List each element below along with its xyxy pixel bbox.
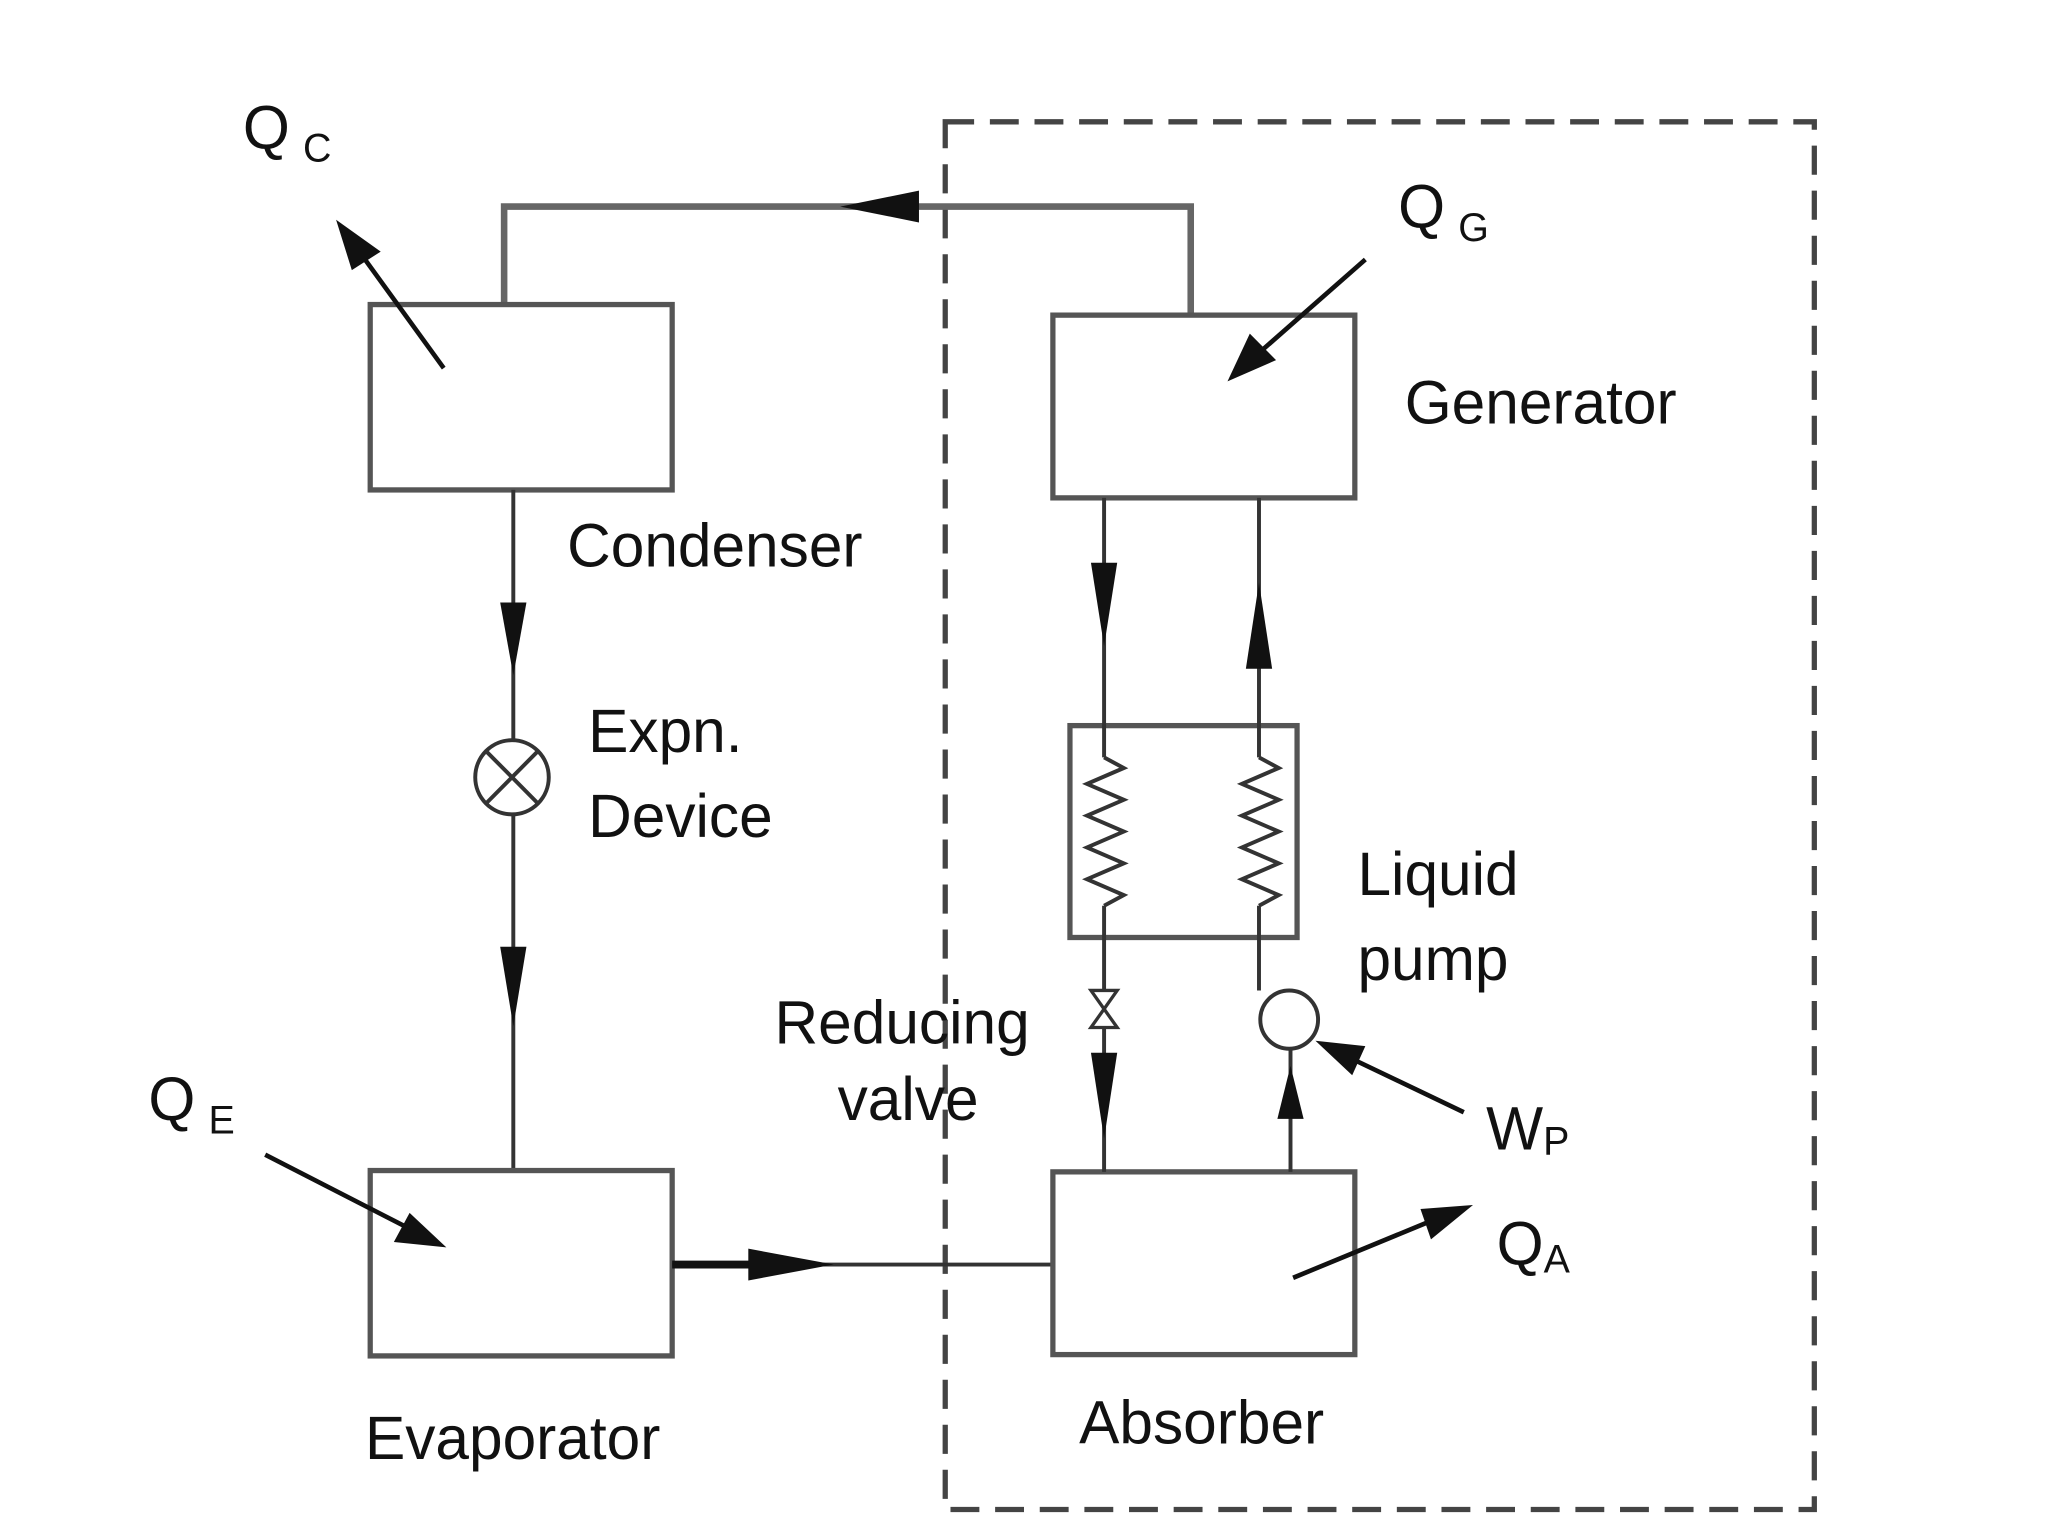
liquid-pump-label-1: Liquid [1357, 840, 1518, 908]
qe-arrowhead [393, 1212, 447, 1248]
system-boundary [942, 119, 1817, 1513]
liquid-pump-label-2: pump [1357, 925, 1508, 993]
qa-arrowhead [1420, 1204, 1473, 1240]
qa-arrow [1292, 1213, 1445, 1280]
coil-right-icon [1236, 755, 1284, 908]
absorber-box [1050, 1169, 1358, 1358]
coil-left-icon [1082, 755, 1129, 908]
wp-label: WP [1486, 1094, 1569, 1164]
flow-arrow-down [1090, 1052, 1118, 1139]
absorber-label: Absorber [1079, 1388, 1324, 1456]
qg-arrowhead [1227, 333, 1277, 382]
reducing-valve-label-1: Reducing [775, 988, 1030, 1056]
expansion-valve-icon [473, 738, 551, 817]
flow-arrow-left [840, 190, 919, 223]
reducing-valve-icon [1087, 988, 1121, 1030]
condenser-label: Condenser [567, 511, 862, 579]
flow-arrow-down [1090, 562, 1118, 647]
qg-arrow [1252, 257, 1367, 360]
flow-arrow-right [748, 1248, 834, 1281]
flow-arrow-up [1245, 582, 1273, 669]
generator-box [1050, 312, 1358, 501]
expansion-device-label-1: Expn. [588, 697, 742, 765]
wp-arrow [1338, 1050, 1465, 1115]
flow-arrow-down [500, 946, 527, 1027]
flow-arrow-down [500, 602, 527, 676]
wp-arrowhead [1315, 1040, 1366, 1076]
qa-label: QA [1497, 1209, 1571, 1281]
qe-arrow [264, 1152, 422, 1237]
qc-arrow [352, 243, 446, 370]
generator-label: Generator [1405, 368, 1677, 436]
refrigerant-vapor-line [500, 203, 1195, 316]
reducing-valve-label-2: valve [838, 1065, 979, 1133]
evaporator-box [367, 1167, 675, 1359]
qc-arrowhead [336, 219, 381, 271]
evaporator-label: Evaporator [365, 1404, 660, 1472]
flow-arrow-up [1277, 1065, 1304, 1119]
liquid-pump-icon [1258, 988, 1321, 1051]
expansion-device-label-2: Device [588, 782, 773, 850]
